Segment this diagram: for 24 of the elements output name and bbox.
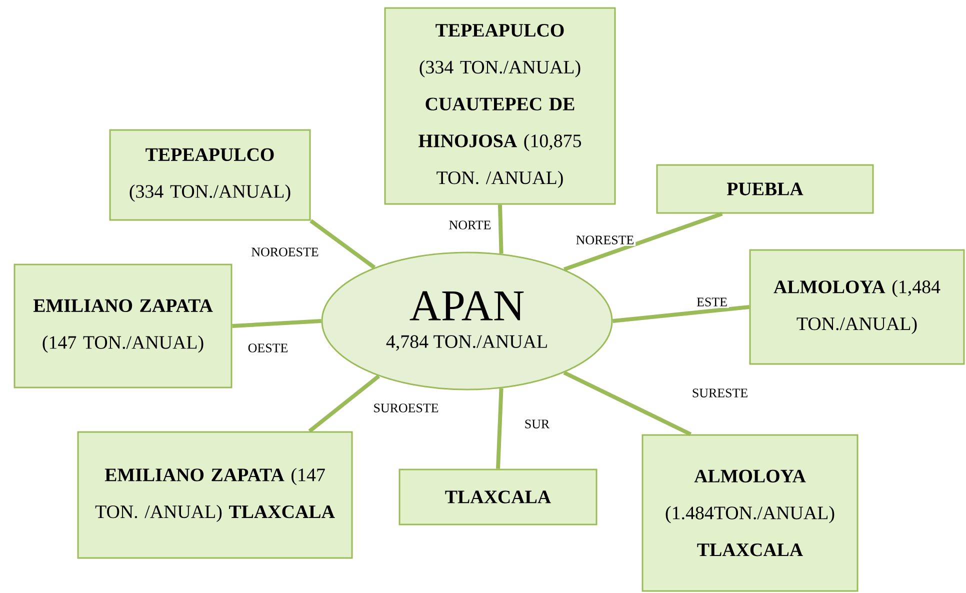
connector-line bbox=[308, 374, 380, 433]
edge-label: NORESTE bbox=[574, 234, 636, 246]
edge-label: NOROESTE bbox=[250, 246, 320, 258]
connector-line bbox=[563, 212, 723, 272]
connector-line bbox=[496, 388, 504, 469]
location-box: TLAXCALA bbox=[398, 468, 598, 526]
location-box: ALMOLOYA (1.484TON./ANUAL) TLAXCALA bbox=[642, 434, 858, 592]
connector-line bbox=[498, 204, 504, 254]
connector-line bbox=[563, 370, 692, 436]
edge-label: NORTE bbox=[447, 219, 493, 231]
edge-label: OESTE bbox=[246, 342, 290, 354]
edge-label: SURESTE bbox=[690, 387, 750, 399]
edge-label: SUR bbox=[522, 418, 552, 430]
connector-line bbox=[232, 319, 322, 328]
location-box: PUEBLA bbox=[656, 164, 874, 214]
edge-label: ESTE bbox=[695, 296, 729, 308]
location-box: TEPEAPULCO (334 TON./ANUAL) bbox=[109, 129, 311, 221]
connector-line bbox=[310, 219, 376, 270]
location-box: EMILIANO ZAPATA (147 TON. /ANUAL) TLAXCALA bbox=[77, 431, 353, 559]
edge-label: SUROESTE bbox=[372, 402, 440, 414]
location-box: EMILIANO ZAPATA (147 TON./ANUAL) bbox=[14, 264, 232, 388]
location-box: TEPEAPULCO (334 TON./ANUAL) CUAUTEPEC DE HINOJOSA (10,875 TON. /ANUAL) bbox=[384, 7, 616, 205]
connector-line bbox=[612, 305, 750, 323]
location-box: ALMOLOYA (1,484 TON./ANUAL) bbox=[749, 249, 965, 365]
